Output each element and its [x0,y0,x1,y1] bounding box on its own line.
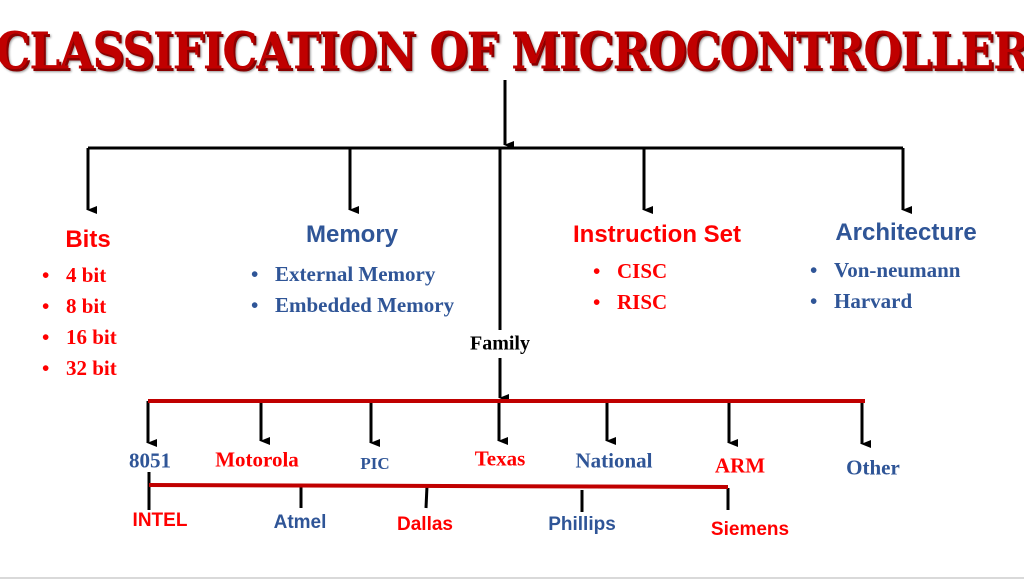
list-item: RISC [593,287,667,318]
manufacturer-bus-line [148,483,729,489]
architecture-list: Von-neumann Harvard [810,255,960,317]
family-texas: Texas [474,446,526,471]
manufacturer-phillips: Phillips [548,514,616,535]
family-national: National [575,448,653,473]
page-title: CLASSIFICATION OF MICROCONTROLLER [0,22,1024,82]
list-item: 4 bit [42,260,117,291]
manufacturer-intel: INTEL [132,510,188,531]
family-arm: ARM [714,453,766,478]
list-item: Harvard [810,286,960,317]
manufacturer-atmel: Atmel [273,512,327,533]
list-item: 16 bit [42,322,117,353]
instruction-set-list: CISC RISC [593,256,667,318]
list-item: Embedded Memory [251,290,454,321]
heading-bits: Bits [65,226,111,253]
manufacturer-dallas: Dallas [397,514,453,535]
list-item: Von-neumann [810,255,960,286]
heading-instruction-set: Instruction Set [572,221,742,248]
heading-memory: Memory [305,221,399,248]
heading-family: Family [470,332,530,355]
manufacturer-siemens: Siemens [710,519,790,540]
heading-architecture: Architecture [835,219,977,246]
list-item: 8 bit [42,291,117,322]
family-pic: PIC [360,454,390,473]
family-8051: 8051 [129,448,171,473]
list-item: CISC [593,256,667,287]
family-motorola: Motorola [215,447,299,472]
list-item: 32 bit [42,353,117,384]
list-item: External Memory [251,259,454,290]
memory-list: External Memory Embedded Memory [251,259,454,321]
bits-list: 4 bit 8 bit 16 bit 32 bit [42,260,117,384]
family-other: Other [846,455,900,480]
